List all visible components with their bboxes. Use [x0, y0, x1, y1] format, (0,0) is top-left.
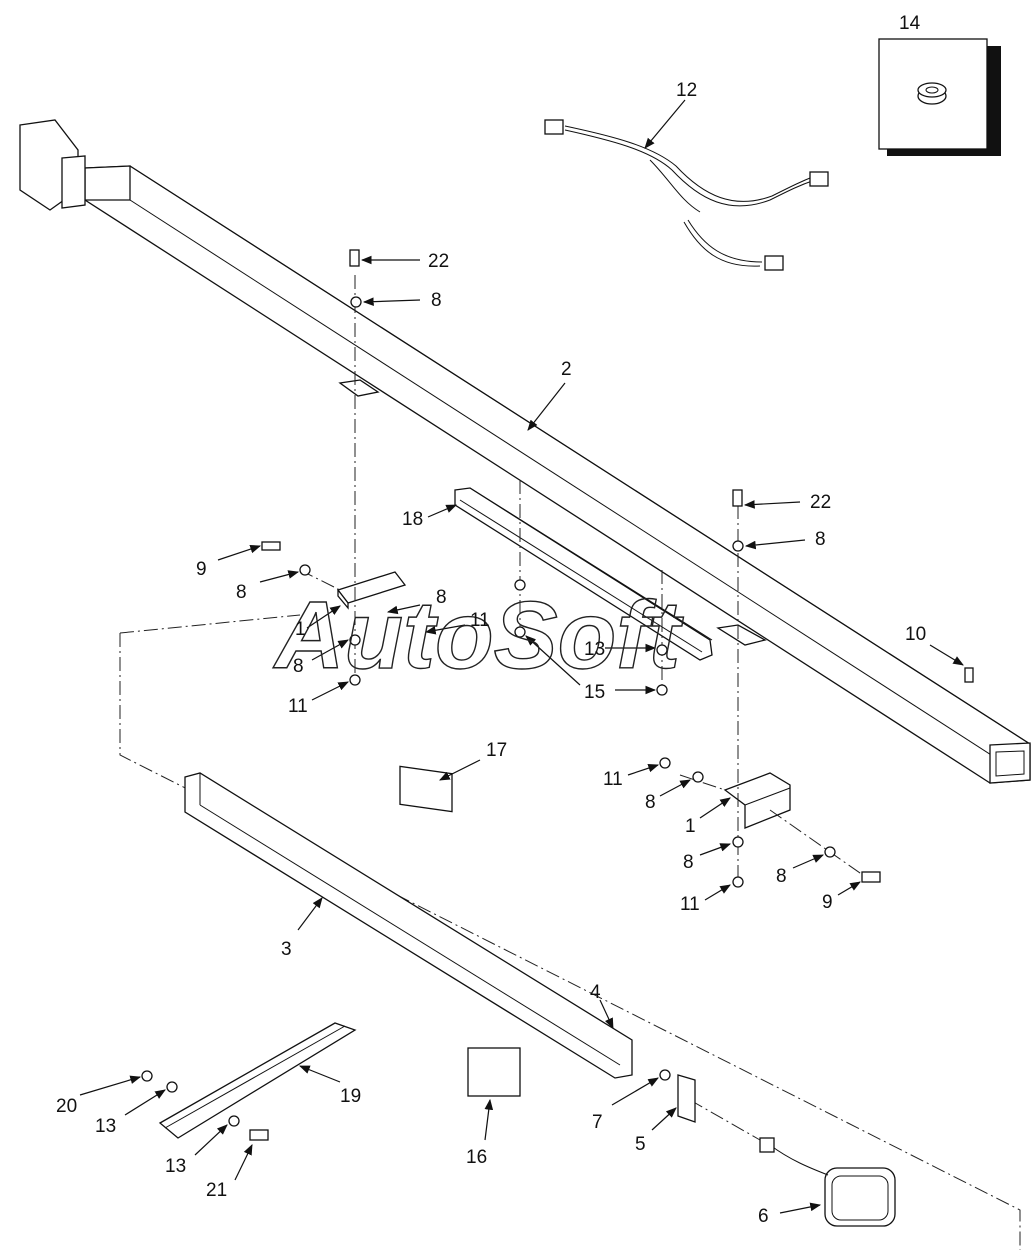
grommet-inset-box: [878, 38, 1001, 156]
callout-4: 4: [590, 982, 601, 1003]
callout-2: 2: [561, 359, 572, 380]
callout-22b: 22: [810, 492, 831, 513]
decal-16: [467, 1047, 521, 1097]
callout-22: 22: [428, 251, 449, 272]
callout-11d: 11: [603, 769, 623, 790]
callout-3: 3: [281, 939, 292, 960]
hardware: [141, 249, 974, 1141]
mounting-plates: [338, 379, 767, 646]
callout-18: 18: [402, 509, 423, 530]
lamp-6: [759, 1137, 896, 1227]
panel-outline: [119, 614, 1021, 1250]
callout-7: 7: [592, 1112, 603, 1133]
callout-8c: 8: [236, 582, 247, 603]
callout-14: 14: [899, 13, 921, 34]
callout-20: 20: [56, 1096, 77, 1117]
callout-9: 9: [196, 559, 207, 580]
main-beam: [84, 165, 1031, 784]
alignment-lines: [299, 275, 871, 1141]
callout-8f: 8: [645, 792, 656, 813]
wire-harness: [544, 119, 829, 271]
callout-1b: 1: [685, 816, 696, 837]
left-lamp: [19, 119, 86, 211]
watermark: AutoSoft: [273, 582, 684, 689]
bracket-right: [723, 772, 791, 829]
callout-21: 21: [206, 1180, 227, 1201]
callout-8d: 8: [293, 656, 304, 677]
channel-19: [158, 1022, 357, 1139]
callout-12: 12: [676, 80, 697, 101]
bracket-5: [677, 1074, 696, 1123]
callout-labels: 14 12 22 8 2 22 18 8 9 8 1 8 11 8 11 13 …: [56, 13, 926, 1227]
callout-8: 8: [431, 290, 442, 311]
callout-9b: 9: [822, 892, 833, 913]
callout-13b: 13: [95, 1116, 116, 1137]
callout-19: 19: [340, 1086, 361, 1107]
callout-1: 1: [295, 619, 306, 640]
callout-11b: 11: [470, 610, 490, 631]
callout-8h: 8: [776, 866, 787, 887]
callout-13: 13: [584, 639, 605, 660]
callout-13c: 13: [165, 1156, 186, 1177]
leader-arrows: [79, 99, 964, 1214]
decal-17: [399, 765, 453, 813]
callout-8g: 8: [683, 852, 694, 873]
callout-10: 10: [905, 624, 926, 645]
callout-11: 11: [288, 696, 308, 717]
callout-8b: 8: [815, 529, 826, 550]
callout-8e: 8: [436, 587, 447, 608]
callout-6: 6: [758, 1206, 769, 1227]
callout-5: 5: [635, 1134, 646, 1155]
callout-11e: 11: [680, 894, 700, 915]
cover-3: [184, 772, 633, 1079]
callout-17: 17: [486, 740, 507, 761]
callout-15: 15: [584, 682, 605, 703]
callout-16: 16: [466, 1147, 487, 1168]
